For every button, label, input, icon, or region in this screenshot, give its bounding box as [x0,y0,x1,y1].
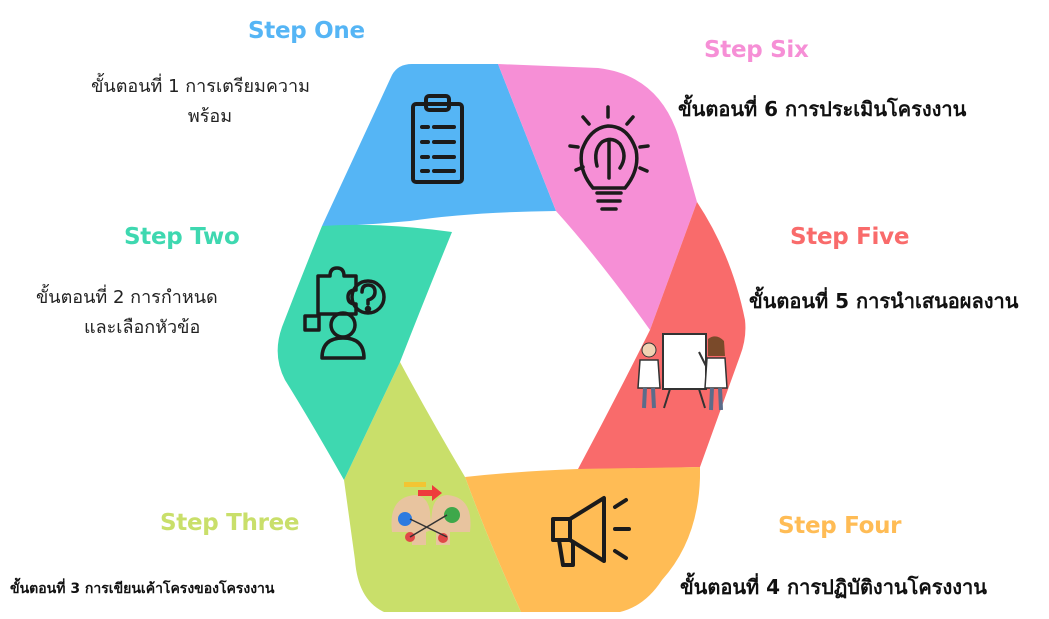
step-one-description-line-2: พร้อม [187,106,233,127]
segment-step-six [498,64,697,330]
step-one-description: ขั้นตอนที่ 1 การเตรียมความ พร้อม [80,72,310,132]
puzzle-question-person-icon [303,266,386,360]
heads-gears-icon [391,482,471,545]
segment-step-four [465,467,700,612]
presentation-people-icon [637,333,728,411]
step-four-title: Step Four [778,513,902,539]
step-two-description-line-1: ขั้นตอนที่ 2 การกำหนด [36,287,218,308]
step-two-description: ขั้นตอนที่ 2 การกำหนด และเลือกหัวข้อ [36,283,256,343]
step-three-title: Step Three [160,510,300,536]
step-five-description: ขั้นตอนที่ 5 การนำเสนอผลงาน [749,289,1019,313]
megaphone-icon [551,496,631,567]
step-six-title: Step Six [704,37,809,63]
step-two-title: Step Two [124,224,240,250]
clipboard-icon [411,94,464,184]
step-four-description: ขั้นตอนที่ 4 การปฏิบัติงานโครงงาน [680,575,987,599]
step-two-description-line-2: และเลือกหัวข้อ [84,317,201,338]
step-six-description: ขั้นตอนที่ 6 การประเมินโครงงาน [678,97,967,121]
brain-lightbulb-icon [568,105,650,211]
step-five-title: Step Five [790,224,910,250]
step-one-description-line-1: ขั้นตอนที่ 1 การเตรียมความ [91,76,310,97]
step-one-title: Step One [248,18,365,44]
step-three-description: ขั้นตอนที่ 3 การเขียนเค้าโครงของโครงงาน [10,581,275,597]
segment-step-one [322,64,556,226]
